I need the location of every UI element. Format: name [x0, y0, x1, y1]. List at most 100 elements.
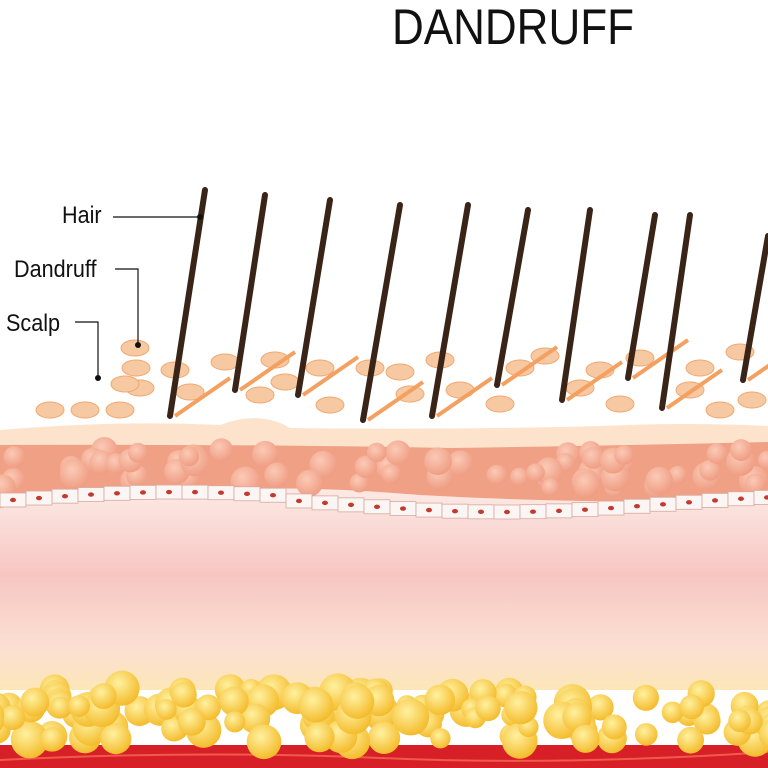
fat-cell	[0, 705, 26, 731]
dandruff-flake	[121, 359, 151, 377]
cell-nucleus	[504, 509, 510, 515]
cell-nucleus	[660, 502, 666, 507]
epidermal-cell	[447, 450, 474, 476]
dandruff-flake	[685, 359, 715, 377]
cell-nucleus	[686, 500, 692, 505]
hair-strand	[740, 233, 768, 383]
diagram-title: DANDRUFF	[392, 0, 634, 55]
dandruff-flake	[705, 401, 735, 419]
fat-cell	[504, 690, 538, 725]
hair-strand	[295, 197, 333, 398]
label-scalp: Scalp	[6, 310, 61, 337]
epidermal-cell	[526, 463, 545, 482]
hair-strand	[625, 212, 658, 381]
cell-nucleus	[400, 506, 406, 511]
cell-nucleus	[712, 498, 718, 503]
dandruff-flake	[737, 391, 767, 409]
dandruff-flake	[105, 401, 135, 419]
stratum-corneum	[0, 418, 768, 452]
epidermal-cell	[744, 473, 766, 495]
epidermal-cell	[424, 447, 452, 476]
sebaceous-streak	[238, 350, 297, 392]
cell-nucleus	[452, 508, 458, 514]
label-dandruff: Dandruff	[14, 256, 97, 283]
fat-cell	[177, 707, 206, 736]
fat-cell	[90, 683, 117, 710]
cell-nucleus	[166, 489, 172, 495]
epidermal-cell	[209, 438, 234, 462]
fat-cell	[340, 684, 375, 719]
epidermal-cell	[614, 445, 634, 465]
fat-cell	[677, 726, 705, 754]
fat-cell	[68, 695, 90, 717]
epidermal-cell	[486, 464, 508, 486]
dandruff-flake	[245, 386, 275, 404]
cell-nucleus	[582, 507, 588, 512]
epidermal-cell	[3, 446, 25, 468]
fat-cell	[424, 684, 456, 716]
epidermal-cell	[385, 440, 411, 466]
hair-strand	[559, 207, 593, 403]
cell-nucleus	[764, 495, 768, 500]
epidermal-cell	[510, 467, 529, 486]
fat-cell	[219, 686, 249, 717]
hair-strand	[659, 212, 693, 411]
hair-strand	[167, 187, 208, 419]
fat-cell	[40, 726, 66, 752]
fat-cell	[20, 687, 50, 717]
epidermal-cell	[366, 442, 387, 463]
cell-nucleus	[738, 496, 744, 501]
muscle-fiber	[0, 751, 768, 762]
epidermal-cell	[354, 455, 378, 479]
fat-cell	[634, 723, 658, 746]
fat-cell	[100, 723, 132, 755]
cell-nucleus	[244, 491, 250, 496]
cell-nucleus	[10, 497, 16, 503]
cell-nucleus	[88, 492, 94, 497]
fat-cell	[304, 722, 335, 753]
dandruff-flake	[110, 375, 140, 393]
epidermal-cell	[59, 459, 90, 490]
sebaceous-streak	[500, 345, 559, 387]
hair-strand	[429, 202, 471, 419]
fat-cell	[562, 702, 592, 732]
fat-cell	[392, 698, 430, 736]
epidermal-cell	[668, 465, 687, 484]
dandruff-flake	[505, 359, 535, 377]
basal-cell	[753, 490, 768, 505]
fat-cell	[632, 684, 659, 711]
cell-nucleus	[478, 509, 484, 515]
hair-strand	[232, 192, 268, 393]
epidermal-cell	[295, 469, 323, 497]
cell-nucleus	[140, 490, 146, 495]
fat-cell	[49, 696, 72, 719]
cell-nucleus	[530, 509, 536, 514]
fat-cell	[475, 695, 501, 722]
dandruff-flake	[210, 353, 240, 371]
dandruff-flake	[305, 359, 335, 377]
fat-cell	[601, 714, 627, 740]
epidermal-cell	[127, 442, 148, 463]
hair-strand	[360, 202, 403, 423]
fat-cell	[661, 701, 684, 724]
dandruff-flake	[270, 373, 300, 391]
cell-nucleus	[62, 493, 68, 499]
cell-nucleus	[426, 507, 432, 513]
epidermal-cell	[264, 462, 290, 488]
sebaceous-streak	[746, 363, 768, 382]
sebaceous-streak	[565, 360, 624, 402]
fat-cell	[298, 687, 334, 723]
cell-nucleus	[218, 490, 224, 495]
sebaceous-streak	[435, 376, 494, 418]
epidermal-cell	[381, 464, 401, 484]
scalp-leader-line	[75, 321, 99, 378]
epidermal-cell	[699, 459, 721, 481]
fat-cell	[170, 681, 197, 708]
hair-strand	[494, 207, 531, 388]
fat-cell	[430, 728, 451, 749]
label-hair: Hair	[62, 202, 102, 229]
epidermal-cell	[730, 439, 752, 461]
dandruff-leader-dot	[135, 342, 141, 348]
